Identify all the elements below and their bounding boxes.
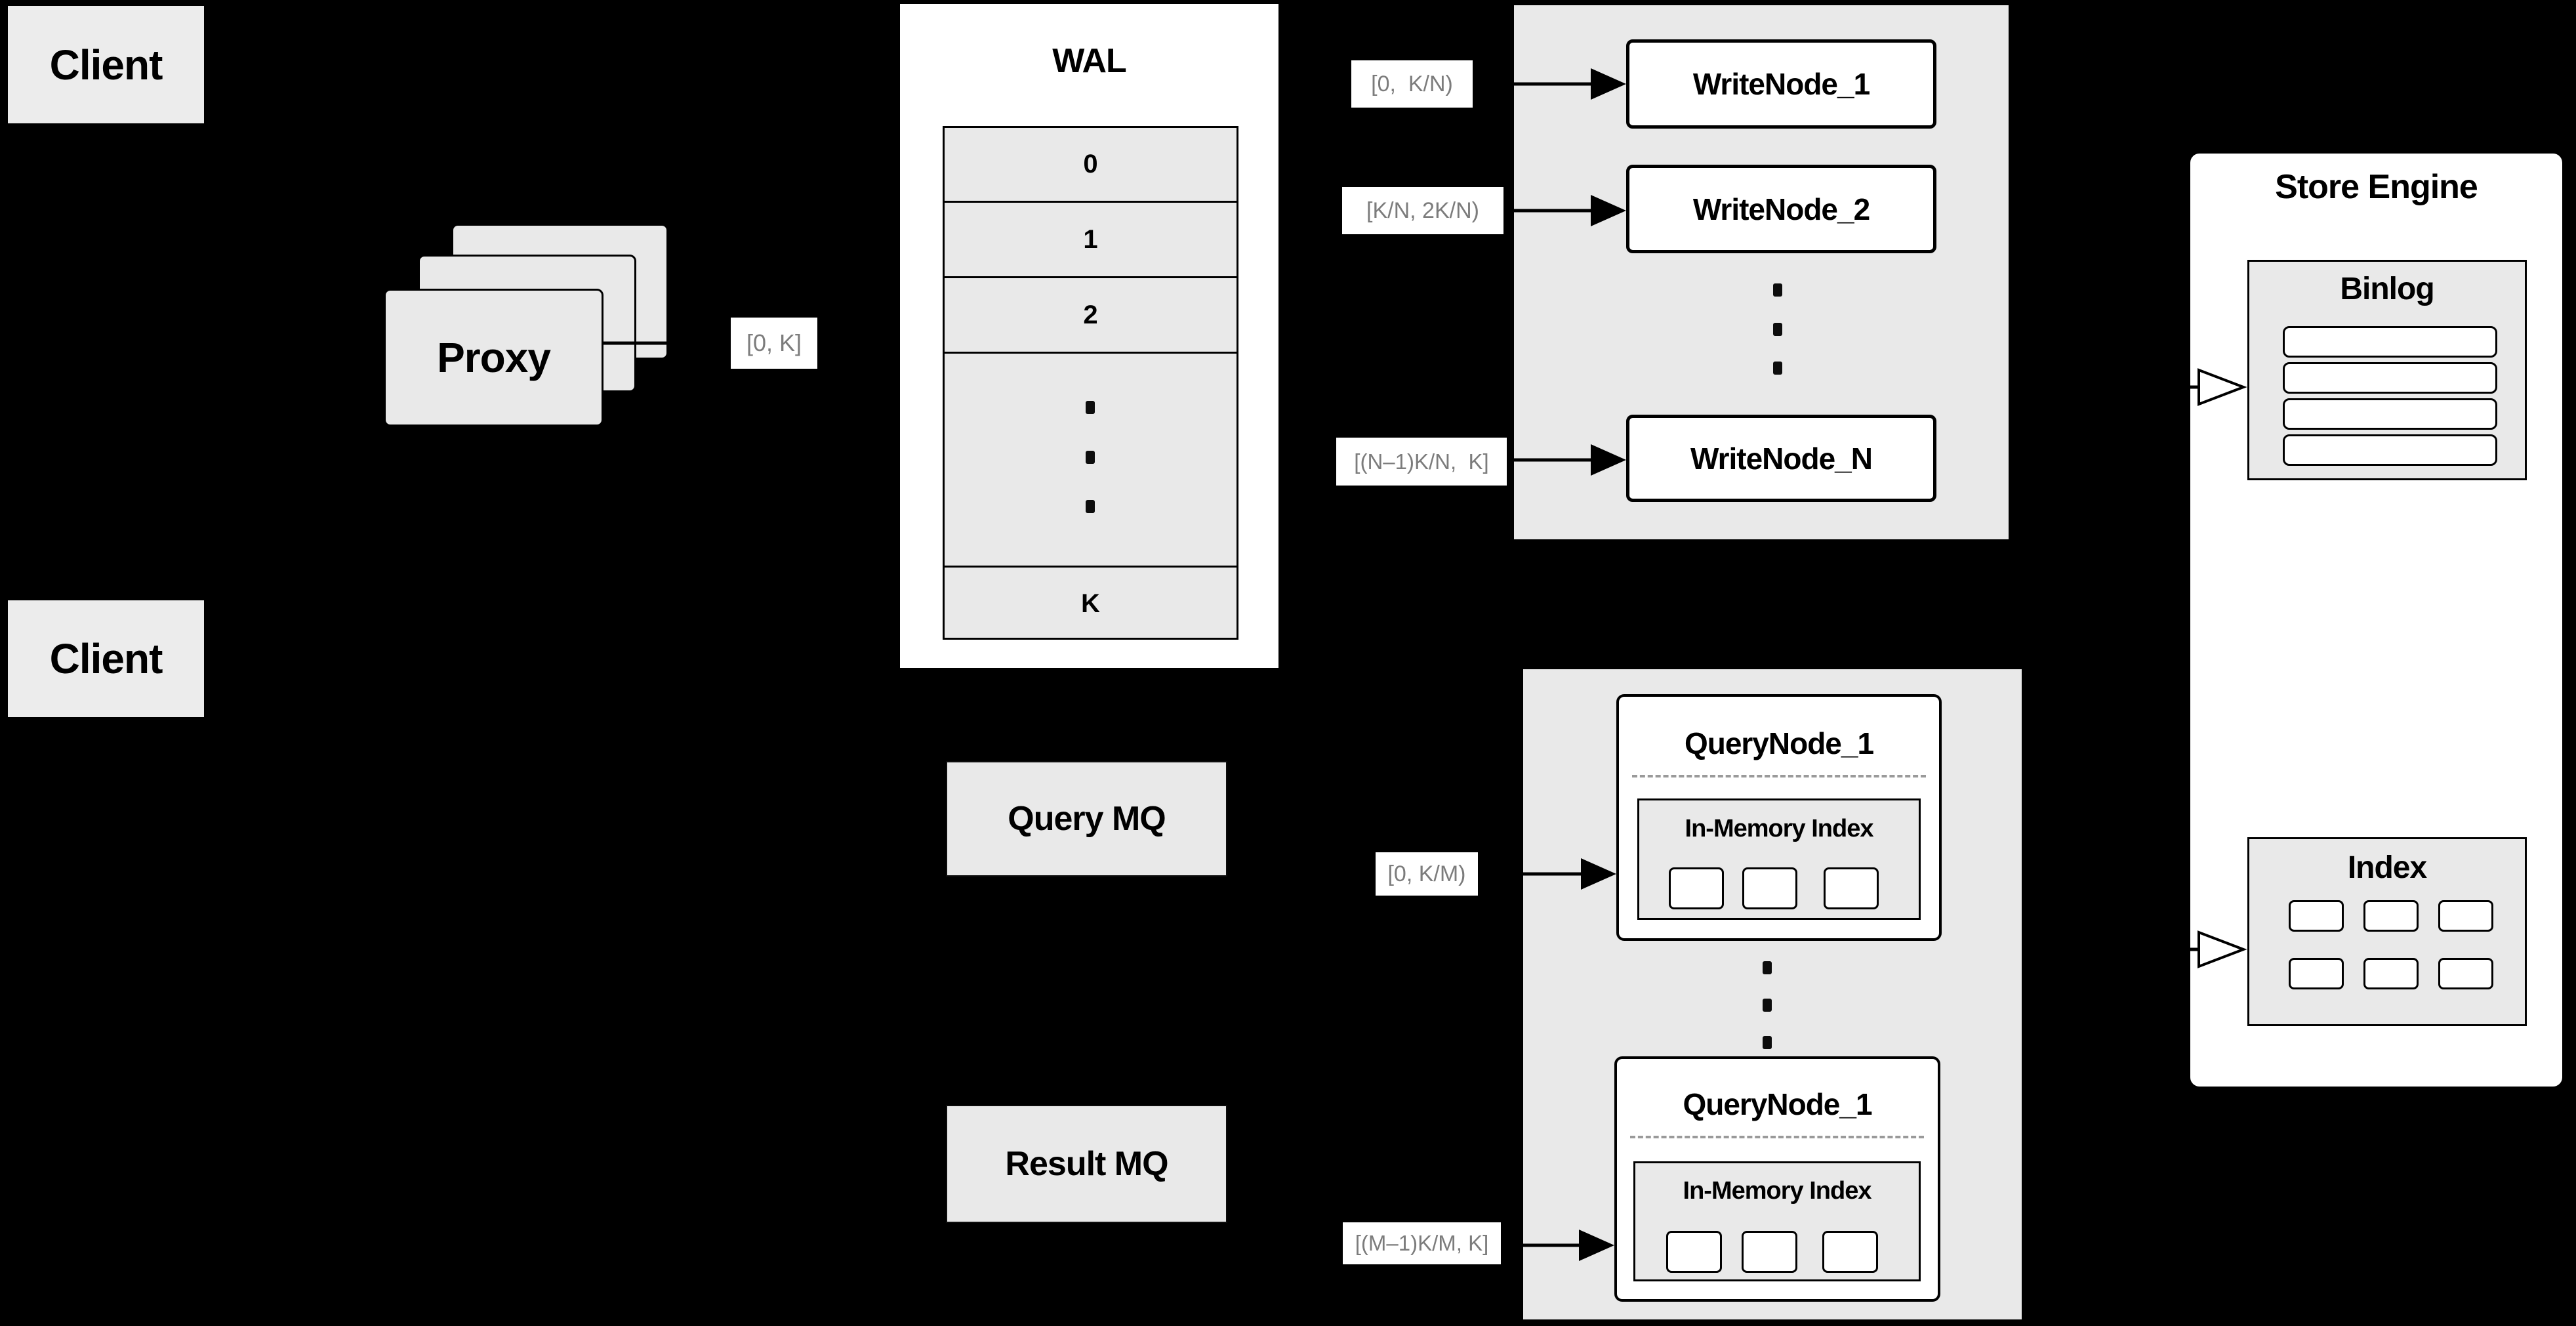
write-nodes-ellipsis-dot [1773, 283, 1782, 297]
wal-ellipsis-dot [1086, 401, 1095, 414]
range-label-proxy-wal-text: [0, K] [746, 329, 802, 356]
store-index-cell [2363, 900, 2419, 932]
wire-client-proxy [205, 62, 384, 360]
wal-segment-2-label: 2 [1083, 300, 1098, 329]
write-node-n-label: WriteNode_N [1690, 441, 1873, 476]
wal-title-text: WAL [1052, 42, 1127, 80]
range-label-write-n: [(N–1)K/N, K] [1336, 438, 1507, 486]
binlog-title: Binlog [2247, 266, 2527, 312]
write-nodes-ellipsis-dot [1773, 323, 1782, 336]
store-index-title-text: Index [2347, 850, 2427, 885]
query-nodes-ellipsis-dot [1763, 999, 1772, 1012]
query-node-bottom-separator [1630, 1136, 1924, 1138]
store-index-cell [2289, 900, 2344, 932]
range-label-query-1-text: [0, K/M) [1387, 861, 1466, 886]
store-index-box [2247, 837, 2527, 1026]
wire-client-querymq [205, 657, 946, 821]
index-segment-cell [1824, 867, 1879, 909]
range-label-write-1: [0, K/N) [1351, 60, 1473, 108]
query-nodes-ellipsis-dot [1763, 1036, 1772, 1049]
write-node-n: WriteNode_N [1626, 415, 1936, 502]
index-segment-cell [1669, 867, 1724, 909]
wal-segment-0: 0 [945, 128, 1237, 203]
wal-ellipsis-dot [1086, 451, 1095, 464]
binlog-row [2283, 398, 2497, 430]
range-label-query-1: [0, K/M) [1376, 852, 1478, 896]
store-index-cell [2363, 958, 2419, 989]
in-memory-index-bottom-text: In-Memory Index [1683, 1176, 1872, 1205]
wal-segment-1-label: 1 [1083, 224, 1098, 254]
wal-segment-table: 0 1 2 K [943, 126, 1238, 640]
range-label-write-2: [K/N, 2K/N) [1342, 187, 1503, 234]
client-box-bottom: Client [7, 599, 205, 718]
in-memory-index-bottom-title: In-Memory Index [1633, 1168, 1921, 1214]
wal-ellipsis-dot [1086, 500, 1095, 513]
binlog-row [2283, 326, 2497, 358]
result-mq-label: Result MQ [1005, 1145, 1168, 1183]
in-memory-index-top-text: In-Memory Index [1685, 814, 1874, 842]
range-label-query-m: [(M–1)K/M, K] [1343, 1222, 1501, 1264]
wal-segment-0-label: 0 [1083, 150, 1098, 178]
index-segment-cell [1742, 867, 1797, 909]
store-engine-title-text: Store Engine [2275, 168, 2478, 206]
query-node-top-title-text: QueryNode_1 [1684, 726, 1874, 760]
write-node-2: WriteNode_2 [1626, 165, 1936, 253]
in-memory-index-top-title: In-Memory Index [1637, 806, 1921, 852]
query-node-top-title: QueryNode_1 [1616, 712, 1942, 774]
write-nodes-ellipsis-dot [1773, 362, 1782, 375]
client-top-label: Client [49, 41, 163, 89]
result-mq-box: Result MQ [946, 1105, 1227, 1223]
binlog-title-text: Binlog [2340, 271, 2434, 306]
query-nodes-ellipsis-dot [1763, 961, 1772, 974]
client-bottom-label: Client [49, 635, 163, 682]
index-segment-cell [1666, 1231, 1722, 1273]
binlog-row [2283, 362, 2497, 394]
index-segment-cell [1742, 1231, 1797, 1273]
wal-segment-2: 2 [945, 278, 1237, 354]
index-segment-cell [1822, 1231, 1878, 1273]
wal-segment-k-label: K [1081, 589, 1100, 618]
store-index-cell [2289, 958, 2344, 989]
client-box-top: Client [7, 5, 205, 125]
range-label-write-n-text: [(N–1)K/N, K] [1354, 449, 1489, 474]
write-node-2-label: WriteNode_2 [1692, 192, 1870, 226]
write-node-1: WriteNode_1 [1626, 39, 1936, 129]
write-node-1-label: WriteNode_1 [1692, 67, 1870, 101]
wal-title: WAL [897, 38, 1281, 84]
proxy-card-front: Proxy [384, 289, 603, 426]
range-label-write-1-text: [0, K/N) [1371, 71, 1453, 96]
query-mq-label: Query MQ [1008, 800, 1166, 838]
proxy-label: Proxy [437, 334, 551, 381]
wal-segment-ellipsis [945, 354, 1237, 568]
binlog-row [2283, 434, 2497, 466]
wal-segment-1: 1 [945, 203, 1237, 278]
store-engine-title: Store Engine [2188, 161, 2565, 213]
query-mq-box: Query MQ [946, 761, 1227, 877]
query-node-top-separator [1632, 775, 1926, 777]
range-label-query-m-text: [(M–1)K/M, K] [1355, 1231, 1489, 1255]
query-node-bottom-title: QueryNode_1 [1614, 1073, 1940, 1135]
wal-segment-k: K [945, 568, 1237, 640]
range-label-write-2-text: [K/N, 2K/N) [1366, 197, 1479, 223]
store-index-cell [2438, 958, 2493, 989]
store-index-cell [2438, 900, 2493, 932]
store-index-title: Index [2247, 844, 2527, 890]
query-node-bottom-title-text: QueryNode_1 [1683, 1087, 1872, 1121]
range-label-proxy-wal: [0, K] [731, 318, 817, 369]
